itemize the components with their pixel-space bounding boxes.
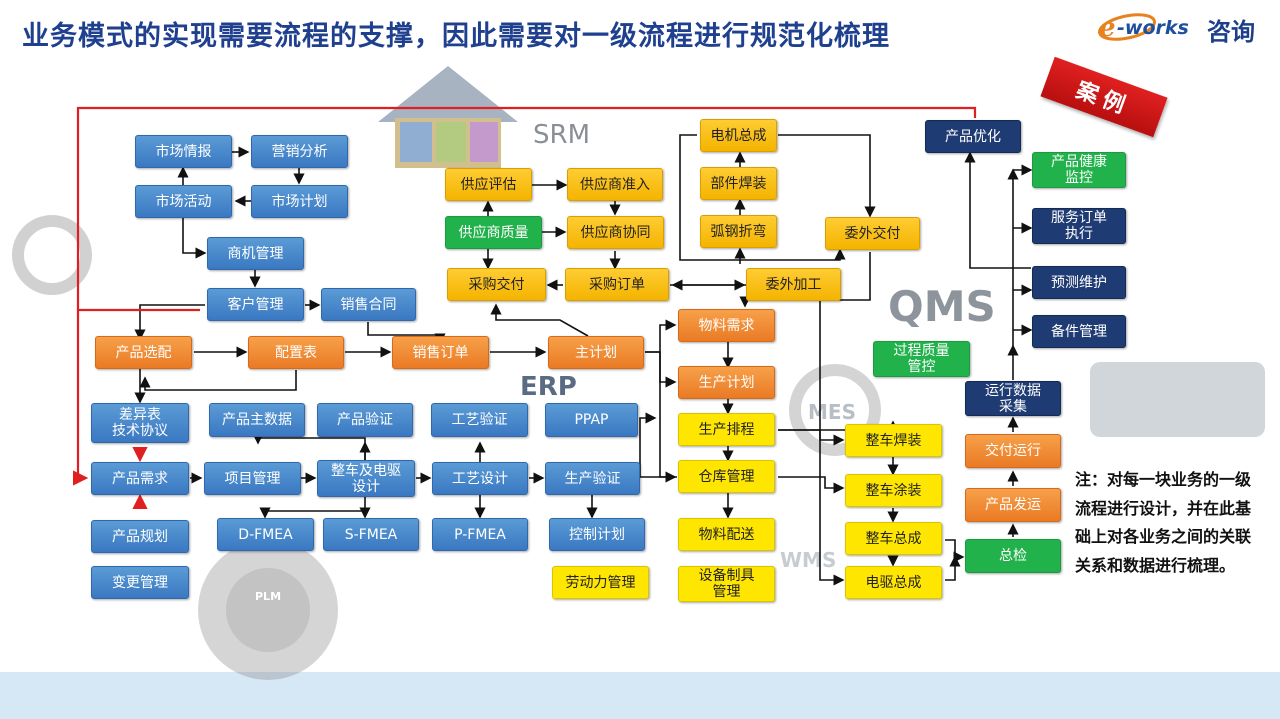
box-part-welding[interactable]: 部件焊装 bbox=[700, 167, 777, 200]
box-project-mgmt[interactable]: 项目管理 bbox=[204, 462, 301, 495]
box-predictive[interactable]: 预测维护 bbox=[1032, 266, 1126, 299]
box-process-design[interactable]: 工艺设计 bbox=[432, 462, 528, 495]
logo-suffix: 咨询 bbox=[1207, 18, 1255, 46]
plm-watermark: PLM bbox=[255, 590, 282, 603]
box-product-ship[interactable]: 产品发运 bbox=[965, 488, 1061, 522]
wms-watermark: WMS bbox=[780, 548, 837, 572]
box-product-config[interactable]: 产品选配 bbox=[95, 336, 192, 369]
box-product-plan[interactable]: 产品规划 bbox=[91, 520, 189, 553]
box-control-plan[interactable]: 控制计划 bbox=[549, 518, 645, 551]
box-supplier-access[interactable]: 供应商准入 bbox=[567, 168, 663, 201]
box-product-verify[interactable]: 产品验证 bbox=[317, 403, 413, 437]
mes-gear-icon bbox=[789, 364, 881, 456]
svg-text:e: e bbox=[1099, 13, 1116, 43]
box-outsource-delivery[interactable]: 委外交付 bbox=[825, 217, 920, 250]
box-prod-plan[interactable]: 生产计划 bbox=[678, 366, 775, 399]
compressor-image bbox=[1090, 362, 1265, 437]
box-mkt-intel[interactable]: 市场情报 bbox=[135, 135, 232, 168]
qms-watermark: QMS bbox=[888, 282, 996, 331]
footer-bar bbox=[0, 672, 1280, 719]
box-diff-table[interactable]: 差异表 技术协议 bbox=[91, 403, 189, 443]
box-outsource-process[interactable]: 委外加工 bbox=[746, 268, 841, 301]
box-supplier-collab[interactable]: 供应商协同 bbox=[567, 216, 664, 249]
box-product-opt[interactable]: 产品优化 bbox=[925, 120, 1021, 153]
box-product-md[interactable]: 产品主数据 bbox=[209, 403, 305, 437]
box-vehicle-assembly[interactable]: 整车总成 bbox=[845, 522, 942, 555]
erp-watermark: ERP bbox=[520, 372, 577, 402]
mes-watermark: MES bbox=[808, 400, 856, 424]
box-process-verify[interactable]: 工艺验证 bbox=[431, 403, 528, 437]
box-vehicle-paint[interactable]: 整车涂装 bbox=[845, 474, 942, 507]
box-opportunity[interactable]: 商机管理 bbox=[207, 237, 304, 270]
box-change-mgmt[interactable]: 变更管理 bbox=[91, 566, 189, 599]
box-sales-order[interactable]: 销售订单 bbox=[392, 336, 489, 369]
box-purchase-delivery[interactable]: 采购交付 bbox=[447, 268, 546, 301]
box-material-dist[interactable]: 物料配送 bbox=[678, 518, 775, 551]
box-process-quality[interactable]: 过程质量 管控 bbox=[873, 341, 970, 377]
box-ppap[interactable]: PPAP bbox=[545, 403, 638, 437]
box-sfmea[interactable]: S-FMEA bbox=[323, 518, 419, 551]
box-sales-contract[interactable]: 销售合同 bbox=[321, 288, 416, 321]
eworks-logo: e -works 咨询 bbox=[1095, 10, 1267, 46]
box-vehicle-drive[interactable]: 整车及电驱 设计 bbox=[317, 460, 415, 497]
box-motor-assembly[interactable]: 电机总成 bbox=[700, 119, 777, 152]
box-spare-parts[interactable]: 备件管理 bbox=[1032, 315, 1126, 348]
box-prod-verify[interactable]: 生产验证 bbox=[545, 462, 640, 495]
box-final-check[interactable]: 总检 bbox=[965, 539, 1061, 573]
gear-icon bbox=[12, 215, 92, 295]
box-product-req[interactable]: 产品需求 bbox=[91, 462, 189, 495]
box-delivery-run[interactable]: 交付运行 bbox=[965, 434, 1061, 468]
svg-text:-works: -works bbox=[1117, 17, 1189, 39]
box-master-plan[interactable]: 主计划 bbox=[548, 336, 644, 369]
box-purchase-order[interactable]: 采购订单 bbox=[565, 268, 669, 301]
box-mkt-activity[interactable]: 市场活动 bbox=[135, 185, 232, 218]
box-service-order[interactable]: 服务订单 执行 bbox=[1032, 208, 1126, 244]
box-run-data[interactable]: 运行数据 采集 bbox=[965, 381, 1061, 416]
box-equipment[interactable]: 设备制具 管理 bbox=[678, 566, 775, 602]
box-arc-bending[interactable]: 弧钢折弯 bbox=[700, 215, 777, 248]
eworks-logo-icon: e -works bbox=[1098, 13, 1189, 43]
box-health-monitor[interactable]: 产品健康 监控 bbox=[1032, 152, 1126, 188]
box-mkt-analysis[interactable]: 营销分析 bbox=[251, 135, 348, 168]
page-title: 业务模式的实现需要流程的支撑，因此需要对一级流程进行规范化梳理 bbox=[22, 21, 890, 52]
box-config-table[interactable]: 配置表 bbox=[248, 336, 344, 369]
box-edrive-assembly[interactable]: 电驱总成 bbox=[845, 566, 942, 599]
box-customer[interactable]: 客户管理 bbox=[207, 288, 304, 321]
box-supplier-eval[interactable]: 供应评估 bbox=[445, 168, 532, 201]
box-mkt-plan[interactable]: 市场计划 bbox=[251, 185, 348, 218]
srm-watermark: SRM bbox=[533, 120, 591, 150]
box-warehouse[interactable]: 仓库管理 bbox=[678, 460, 775, 493]
box-vehicle-weld[interactable]: 整车焊装 bbox=[845, 424, 942, 457]
note-text: 注：对每一块业务的一级流程进行设计，并在此基础上对各业务之间的关联关系和数据进行… bbox=[1075, 470, 1252, 575]
box-material-req[interactable]: 物料需求 bbox=[678, 309, 775, 342]
box-prod-schedule[interactable]: 生产排程 bbox=[678, 413, 775, 446]
box-labor-mgmt[interactable]: 劳动力管理 bbox=[552, 566, 649, 599]
box-pfmea[interactable]: P-FMEA bbox=[432, 518, 528, 551]
box-supplier-quality[interactable]: 供应商质量 bbox=[445, 216, 542, 249]
box-dfmea[interactable]: D-FMEA bbox=[217, 518, 314, 551]
plm-wheel-icon bbox=[198, 540, 338, 680]
